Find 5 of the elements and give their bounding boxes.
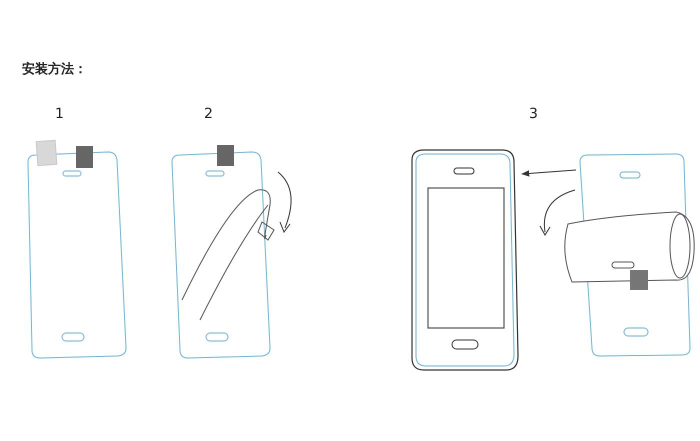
- step-number: 1: [55, 106, 64, 122]
- arrow: [521, 170, 576, 177]
- step-number: 2: [204, 106, 213, 122]
- title: 安装方法：: [22, 60, 87, 78]
- step-number: 3: [529, 106, 538, 122]
